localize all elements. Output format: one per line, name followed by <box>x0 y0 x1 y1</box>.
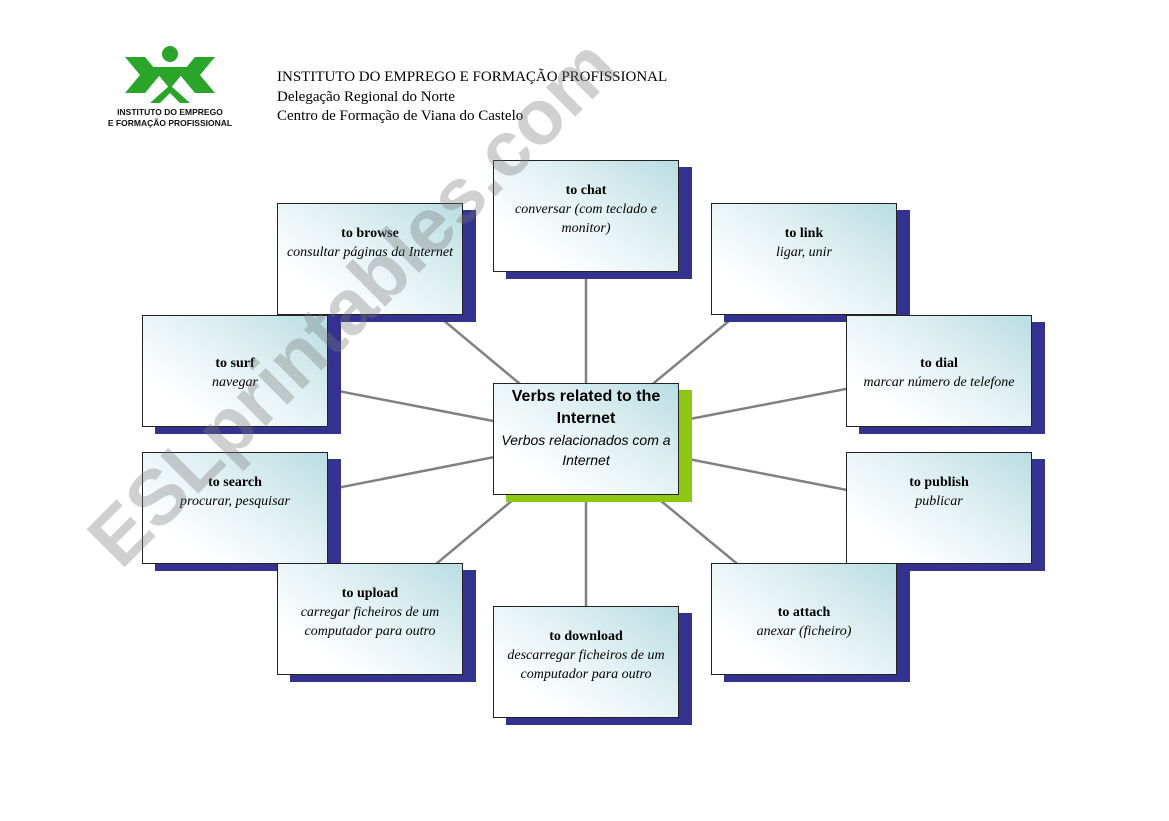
central-title: Verbs related to the Internet <box>511 388 661 427</box>
verb-label: to dial <box>920 356 958 371</box>
verb-box-link: to link ligar, unir <box>711 203 910 322</box>
verb-box-browse: to browse consultar páginas da Internet <box>277 203 476 322</box>
verb-box-download: to download descarregar ficheiros de um c… <box>493 606 692 725</box>
verb-meaning: conversar (com teclado e monitor) <box>515 202 657 236</box>
delegation-name: Delegação Regional do Norte <box>277 88 455 105</box>
verb-box-upload: to upload carregar ficheiros de um comput… <box>277 563 476 682</box>
logo-text-2: E FORMAÇÃO PROFISSIONAL <box>107 118 233 128</box>
logo-icon <box>125 46 215 103</box>
verb-meaning: ligar, unir <box>775 245 832 260</box>
verb-box-surf: to surf navegar <box>142 315 341 434</box>
verb-label: to publish <box>909 475 969 490</box>
verb-label: to link <box>784 226 824 241</box>
verb-meaning: navegar <box>212 375 258 390</box>
institution-name: INSTITUTO DO EMPREGO E FORMAÇÃO PROFISSI… <box>277 69 668 85</box>
verb-label: to upload <box>341 586 399 601</box>
verb-box-attach: to attach anexar (ficheiro) <box>711 563 910 682</box>
verb-box-publish: to publish publicar <box>846 452 1045 571</box>
verb-label: to search <box>208 475 262 490</box>
verb-meaning: anexar (ficheiro) <box>756 624 852 639</box>
verb-meaning: carregar ficheiros de um computador para… <box>300 605 440 639</box>
central-subtitle: Verbos relacionados com a Internet <box>501 432 671 468</box>
verb-label: to surf <box>215 356 255 371</box>
verb-meaning: procurar, pesquisar <box>180 494 290 509</box>
verb-label: to download <box>549 629 623 644</box>
verb-box-search: to search procurar, pesquisar <box>142 452 341 571</box>
institution-header: INSTITUTO DO EMPREGO E FORMAÇÃO PROFISSI… <box>277 68 667 127</box>
verb-meaning: publicar <box>915 494 963 509</box>
verb-box-chat: to chat conversar (com teclado e monitor) <box>493 160 692 279</box>
verb-box-dial: to dial marcar número de telefone <box>846 315 1045 434</box>
logo-text-1: INSTITUTO DO EMPREGO <box>117 107 223 117</box>
verb-label: to browse <box>341 226 399 241</box>
center-name: Centro de Formação de Viana do Castelo <box>277 108 524 124</box>
verb-meaning: descarregar ficheiros de um computador p… <box>507 648 665 682</box>
verb-meaning: consultar páginas da Internet <box>286 245 454 260</box>
verb-label: to attach <box>777 605 831 620</box>
verb-label: to chat <box>565 183 607 198</box>
verb-meaning: marcar número de telefone <box>863 375 1015 390</box>
